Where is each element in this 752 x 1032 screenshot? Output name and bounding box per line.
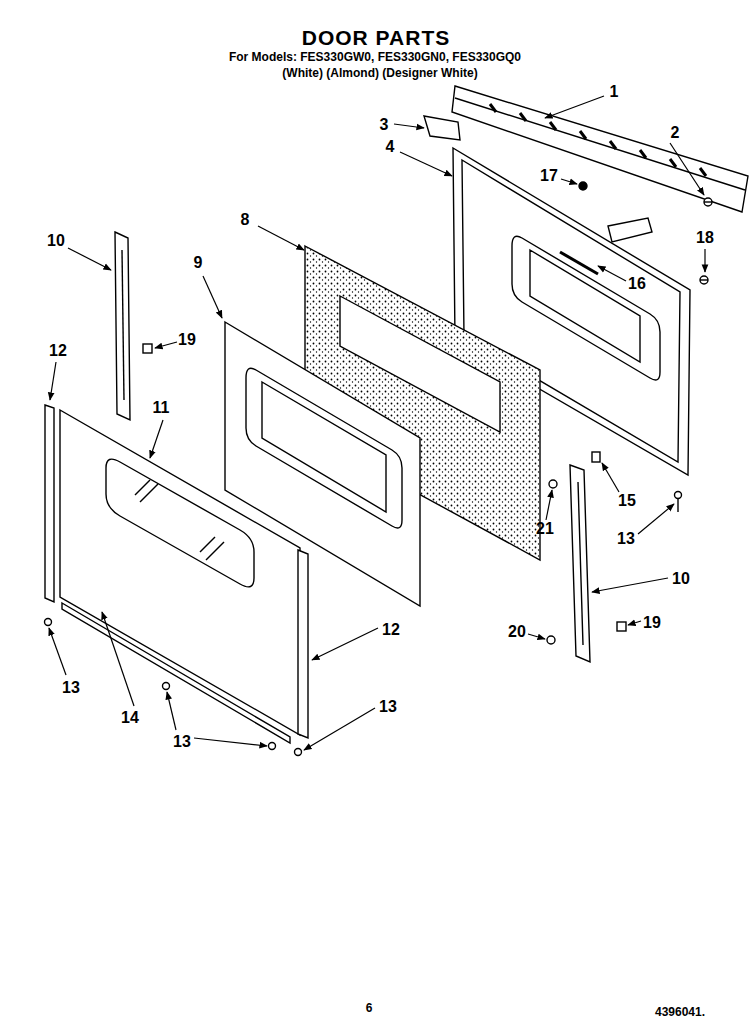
callout-number: 18: [696, 230, 714, 246]
callout-number: 13: [62, 680, 80, 696]
callout-number: 2: [671, 125, 680, 141]
page-title: DOOR PARTS: [302, 27, 450, 48]
callout-number: 14: [121, 710, 139, 726]
page-footer: 4396041.: [655, 1006, 705, 1018]
callout-number: 9: [194, 255, 203, 271]
callout-number: 8: [241, 212, 250, 228]
callout-number: 13: [173, 734, 191, 750]
callout-number: 20: [508, 624, 526, 640]
callout-number: 12: [49, 343, 67, 359]
callout-number: 11: [153, 400, 170, 416]
callout-number: 1: [610, 84, 619, 100]
model-note: (White) (Almond) (Designer White): [282, 67, 477, 79]
callout-number: 12: [382, 622, 400, 638]
callout-number: 4: [386, 139, 395, 155]
callout-number: 13: [617, 531, 635, 547]
model-note: For Models: FES330GW0, FES330GN0, FES330…: [229, 51, 521, 63]
callout-number: 21: [536, 521, 554, 537]
callout-number: 16: [628, 276, 646, 292]
page-footer: 6: [366, 1002, 373, 1014]
callout-number: 3: [380, 117, 389, 133]
callout-number: 10: [672, 571, 690, 587]
callout-number: 10: [47, 233, 65, 249]
callout-number: 15: [618, 493, 636, 509]
callout-number: 17: [540, 168, 558, 184]
callout-number: 13: [379, 699, 397, 715]
callout-number: 19: [178, 332, 196, 348]
callout-number: 19: [643, 615, 661, 631]
